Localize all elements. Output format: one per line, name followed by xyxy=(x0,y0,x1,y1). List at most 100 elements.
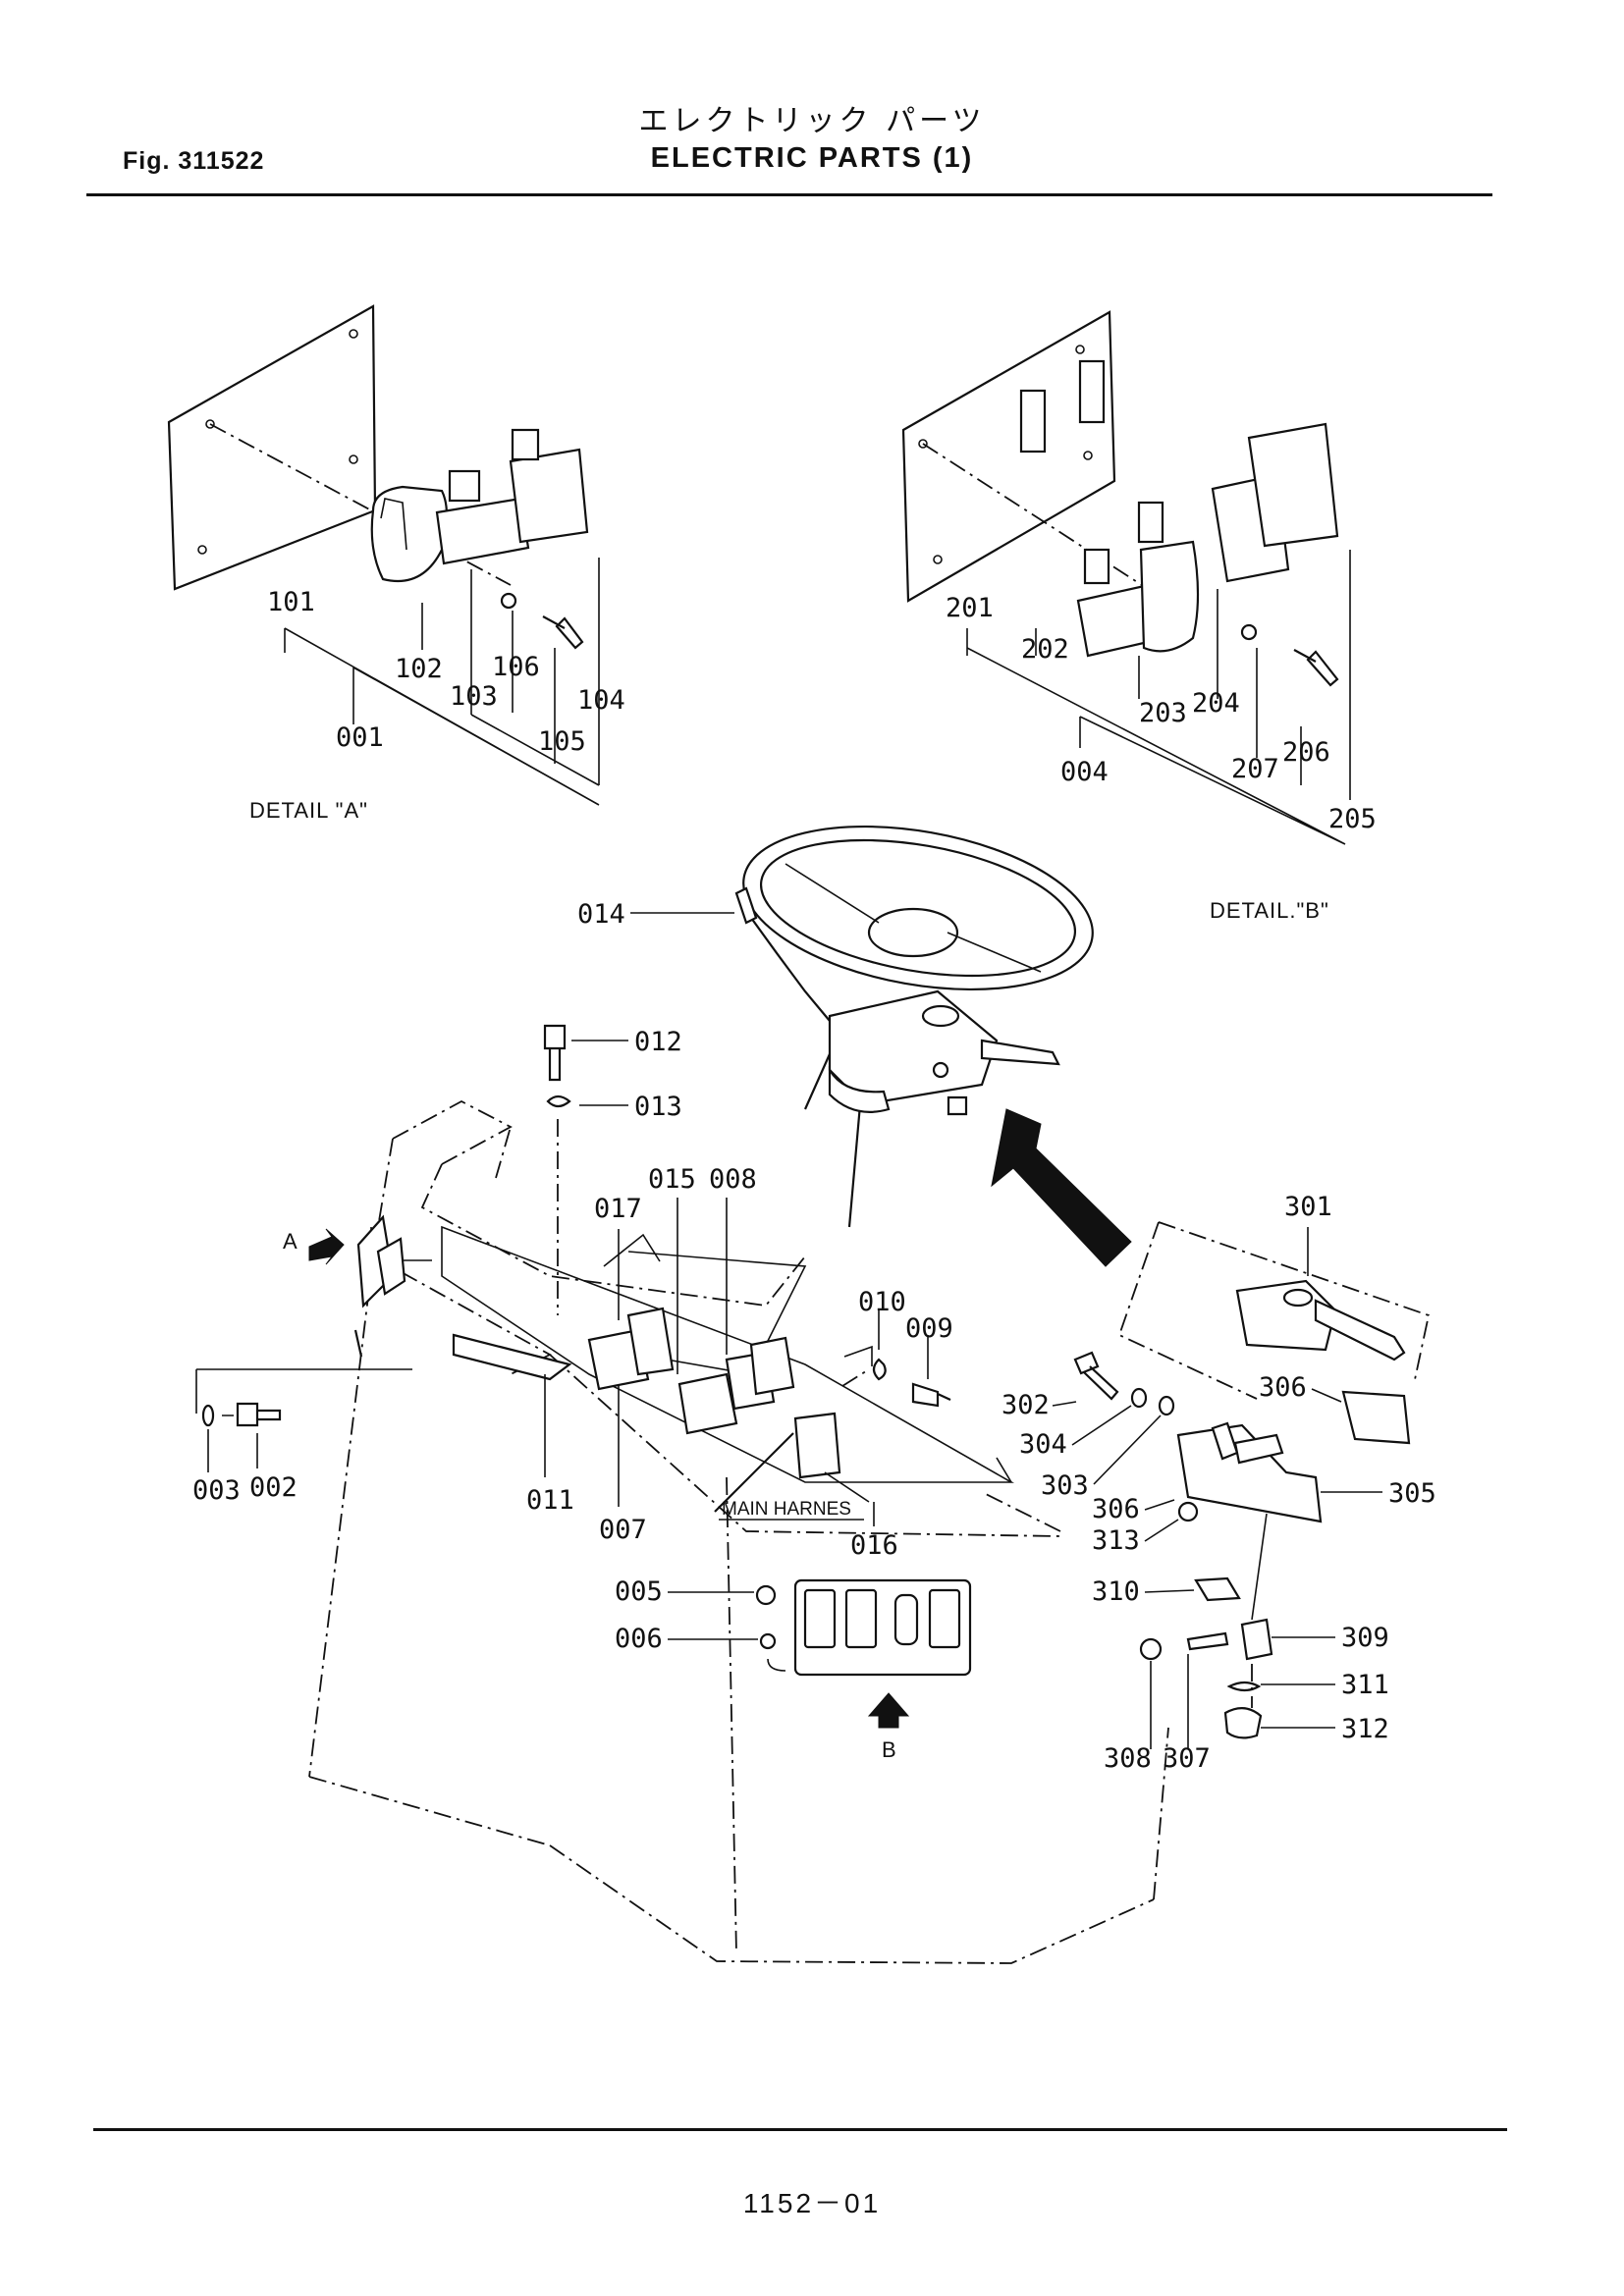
callout-009: 009 xyxy=(905,1313,953,1344)
bracket-011 xyxy=(452,1333,572,1381)
clip-310 xyxy=(1194,1576,1241,1602)
figure-label: Fig. 311522 xyxy=(123,147,265,175)
switch-panel-b xyxy=(793,1578,972,1677)
callout-101: 101 xyxy=(267,587,315,617)
relay-008b xyxy=(749,1336,795,1396)
clip-010 xyxy=(872,1358,887,1381)
callout-102: 102 xyxy=(395,654,443,684)
relay-015 xyxy=(677,1372,738,1435)
detail-b-group xyxy=(901,310,1351,845)
washer-003 xyxy=(201,1404,215,1427)
main-harness-label-line xyxy=(714,1432,794,1513)
detail-a-washer xyxy=(500,592,517,610)
callout-205: 205 xyxy=(1328,804,1377,834)
callout-007: 007 xyxy=(599,1515,647,1545)
arrow-b-label: B xyxy=(882,1737,897,1762)
pad-306 xyxy=(1341,1390,1411,1445)
steering-wheel-outer xyxy=(742,825,1094,991)
detail-b-caption: DETAIL."B" xyxy=(1210,898,1329,923)
page-number: 1152－01 xyxy=(742,2188,882,2218)
detail-b-panel xyxy=(901,310,1116,603)
wiper-lever xyxy=(745,910,831,1022)
screw-307 xyxy=(1186,1631,1229,1651)
callout-103: 103 xyxy=(450,681,498,712)
callout-313: 313 xyxy=(1092,1525,1140,1556)
callout-204: 204 xyxy=(1192,688,1240,719)
washer-304 xyxy=(1130,1387,1148,1409)
callout-015: 015 xyxy=(648,1164,696,1195)
callout-106: 106 xyxy=(492,652,540,682)
callout-202: 202 xyxy=(1021,634,1069,665)
detail-b-screw xyxy=(1293,649,1339,687)
callout-012: 012 xyxy=(634,1027,682,1057)
callout-105: 105 xyxy=(538,726,586,757)
detail-a-relay-2 xyxy=(509,448,589,544)
callout-207: 207 xyxy=(1231,754,1279,784)
callout-016: 016 xyxy=(850,1530,898,1561)
callout-203: 203 xyxy=(1139,698,1187,728)
callout-014: 014 xyxy=(577,899,625,930)
combination-switch xyxy=(828,989,999,1106)
callout-005: 005 xyxy=(615,1576,663,1607)
callout-010: 010 xyxy=(858,1287,906,1317)
callout-307: 307 xyxy=(1163,1743,1211,1774)
direction-arrow xyxy=(991,1108,1132,1267)
callout-311: 311 xyxy=(1341,1670,1389,1700)
callout-304: 304 xyxy=(1019,1429,1067,1460)
callout-201: 201 xyxy=(946,593,994,623)
arrow-a-label: A xyxy=(283,1229,298,1254)
detail-a-caption: DETAIL "A" xyxy=(249,798,368,823)
callout-003: 003 xyxy=(192,1475,241,1506)
dashboard-housing xyxy=(195,1024,1169,1964)
detail-a-relay-round xyxy=(370,485,449,583)
callout-312: 312 xyxy=(1341,1714,1389,1744)
header-rule xyxy=(86,193,1492,196)
callout-013: 013 xyxy=(634,1092,682,1122)
arrow-a xyxy=(308,1228,345,1265)
callout-001: 001 xyxy=(336,722,384,753)
callout-008: 008 xyxy=(709,1164,757,1195)
turn-signal-lever xyxy=(980,1039,1060,1066)
page-title: ELECTRIC PARTS (1) xyxy=(650,142,974,174)
detail-b-washer xyxy=(1240,623,1258,641)
bolt-009 xyxy=(911,1382,951,1408)
bolt-313 xyxy=(1177,1501,1199,1522)
nut-308 xyxy=(1139,1637,1163,1661)
bolt-002 xyxy=(236,1402,282,1427)
title-japanese: エレクトリック パーツ xyxy=(638,104,986,138)
detail-a-screw xyxy=(542,615,584,650)
steering-assembly xyxy=(734,825,1094,1228)
callout-004: 004 xyxy=(1060,757,1109,787)
steering-wheel-inner xyxy=(759,838,1077,978)
callout-308: 308 xyxy=(1104,1743,1152,1774)
footer-rule xyxy=(93,2128,1507,2131)
lever-switch-group xyxy=(1073,1221,1431,1749)
callout-002: 002 xyxy=(249,1472,298,1503)
switch-309 xyxy=(1240,1618,1273,1661)
lever-base-305 xyxy=(1176,1423,1323,1523)
washer-013 xyxy=(546,1095,571,1108)
callout-305: 305 xyxy=(1388,1478,1436,1509)
callout-310: 310 xyxy=(1092,1576,1140,1607)
detail-a-group xyxy=(167,304,600,806)
callout-306-upper: 306 xyxy=(1259,1372,1307,1403)
connector-016 xyxy=(793,1412,841,1479)
callout-302: 302 xyxy=(1001,1390,1050,1420)
relay-017 xyxy=(626,1307,675,1376)
knob-312 xyxy=(1223,1707,1263,1739)
callout-306-lower: 306 xyxy=(1092,1494,1140,1524)
bolt-302 xyxy=(1073,1351,1119,1401)
arrow-b xyxy=(867,1692,910,1729)
callout-206: 206 xyxy=(1282,737,1330,768)
callout-104: 104 xyxy=(577,685,625,716)
callout-017: 017 xyxy=(594,1194,642,1224)
callout-006: 006 xyxy=(615,1624,663,1654)
callout-301: 301 xyxy=(1284,1192,1332,1222)
washer-311 xyxy=(1226,1681,1262,1692)
main-harness-label: MAIN HARNES xyxy=(722,1499,851,1520)
detail-a-relay-1 xyxy=(435,497,530,565)
callout-309: 309 xyxy=(1341,1623,1389,1653)
bolt-012 xyxy=(543,1024,567,1082)
